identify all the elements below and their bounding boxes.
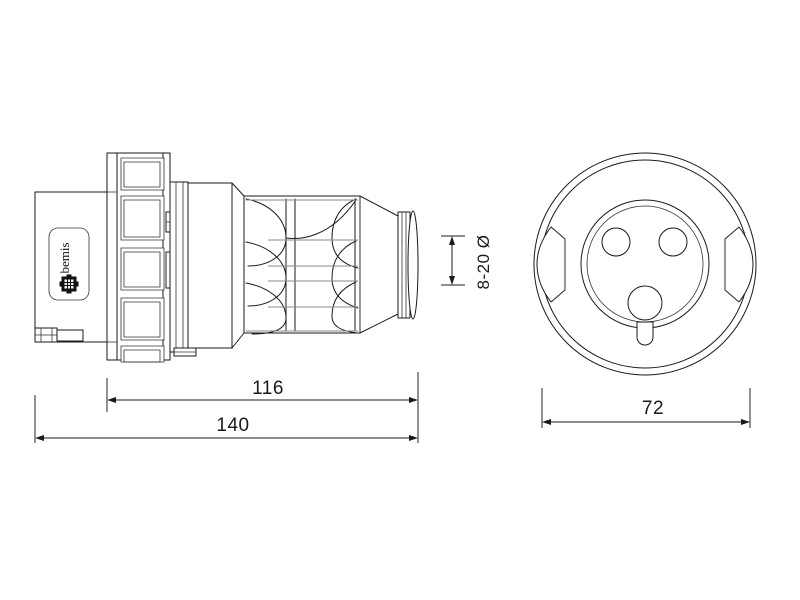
- dimension-72: 72: [541, 388, 751, 428]
- dimension-cable-label: 8-20 Ø: [474, 235, 493, 290]
- dimension-72-label: 72: [642, 398, 664, 419]
- flange-slot: [120, 157, 165, 191]
- cable-gland-cone: [359, 195, 399, 334]
- pin-hole-lower-center: [627, 285, 663, 321]
- keyway-tab: [636, 321, 654, 346]
- side-notch-left: [536, 226, 566, 303]
- gear-icon: [59, 274, 79, 294]
- rear-body-block: [34, 191, 108, 343]
- brand-label-plate: bemis: [48, 227, 90, 301]
- flange-slot: [120, 247, 165, 291]
- front-face-view: 72: [533, 152, 757, 428]
- contact-pin-holes: [601, 227, 688, 321]
- side-elevation-view: bemis: [34, 152, 493, 443]
- pin-hole-upper-left: [601, 227, 631, 257]
- main-body-barrel: [187, 182, 245, 349]
- pin-hole-upper-right: [658, 227, 688, 257]
- flange-slot: [120, 345, 165, 363]
- housing-collar: [169, 181, 197, 357]
- cable-gland-ring: [397, 210, 419, 320]
- dimension-140-label: 140: [216, 415, 249, 436]
- flange-slot: [120, 297, 165, 341]
- dimension-116: 116: [106, 372, 419, 412]
- dimension-140: 140: [34, 395, 419, 443]
- flange-slot: [120, 195, 165, 241]
- side-notch-right: [724, 226, 754, 303]
- dimension-cable-diameter: 8-20 Ø: [441, 235, 493, 290]
- brand-label-text: bemis: [57, 242, 72, 273]
- dimension-116-label: 116: [252, 378, 284, 399]
- grip-ribbed-section: [243, 195, 361, 335]
- mounting-flange-bracket: [106, 152, 171, 363]
